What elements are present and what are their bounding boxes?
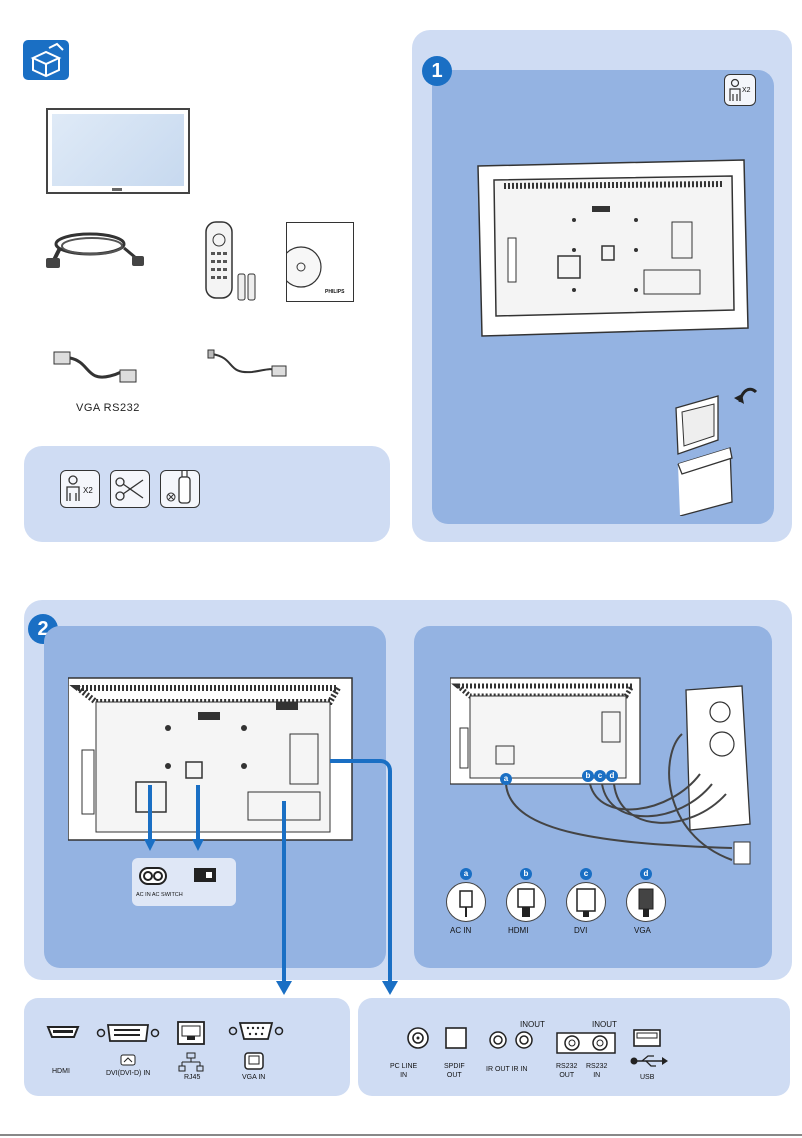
ac-plug-icon: [446, 882, 486, 922]
step1-number: 1: [422, 56, 452, 86]
monitor-icon: [244, 1052, 264, 1070]
screwdriver-tool: [160, 458, 200, 508]
port-label-rs232-out: RS232 OUT: [556, 1063, 578, 1079]
rj45-port-icon: [177, 1021, 205, 1045]
person-icon: [729, 78, 741, 101]
legend-label-b: HDMI: [508, 926, 529, 935]
box-contents-section: PHILIPS VGA RS232 X2: [0, 0, 400, 560]
monitor-illustration: [46, 108, 190, 194]
step2-left-panel: AC IN AC SWITCH: [44, 626, 386, 968]
step1-persons-label: X2: [742, 87, 751, 94]
connector-legend-b: b HDMI: [506, 868, 546, 938]
legend-label-a: AC IN: [450, 926, 472, 935]
cables-label: VGA RS232: [76, 402, 140, 414]
ac-arrows: [144, 785, 204, 851]
connector-legend-a: a AC IN: [446, 868, 486, 938]
rs232-inout-label: INOUT: [592, 1020, 617, 1029]
usb-symbol-icon: [630, 1055, 668, 1067]
unpack-box-icon: [23, 40, 69, 80]
ir-in-port-icon: [515, 1031, 533, 1049]
power-cord-illustration: [46, 232, 144, 268]
tv-face-down-illustration: [477, 159, 749, 337]
hdmi-port-icon: [46, 1026, 80, 1038]
port-label-ir: IR OUT IR IN: [486, 1066, 528, 1073]
vga-plug-icon: [626, 882, 666, 922]
port-label-pc-line-in: PC LINE IN: [390, 1063, 418, 1079]
tools-panel: X2: [24, 446, 390, 542]
port-label-rs232-in: RS232 IN: [586, 1063, 608, 1079]
legend-label-d: VGA: [634, 926, 651, 935]
batteries-illustration: [237, 273, 256, 301]
ac-in-socket-box: AC IN AC SWITCH: [132, 858, 236, 906]
pc-line-in-port-icon: [407, 1027, 429, 1049]
network-icon: [178, 1052, 204, 1072]
step1-panel: 1 X2: [412, 30, 792, 542]
hdmi-plug-icon: [506, 882, 546, 922]
ir-inout-label: INOUT: [520, 1020, 545, 1029]
dvi-port-icon: [96, 1024, 160, 1042]
legend-letter-a: a: [460, 868, 472, 880]
ports-panel-left: HDMI DVI(DVI-D) IN RJ45 VGA IN: [24, 998, 350, 1096]
usb-port-icon: [633, 1029, 661, 1047]
port-label-dvi: DVI(DVI-D) IN: [106, 1070, 151, 1077]
lift-from-box-illustration: [675, 387, 758, 516]
step2-right-panel: a b c d a AC IN b HDMI c DVI d: [414, 626, 772, 968]
person-icon: [66, 475, 80, 501]
rs232-cable-illustration: [207, 349, 287, 377]
ac-in-socket-icon: [139, 867, 216, 885]
connector-marker-a: a: [500, 773, 512, 785]
spdif-port-icon: [445, 1027, 467, 1049]
vga-port-icon: [228, 1022, 284, 1040]
legend-letter-c: c: [580, 868, 592, 880]
ports-panel-right: PC LINE IN SPDIF OUT INOUT IR OUT IR IN …: [358, 998, 790, 1096]
connector-legend-c: c DVI: [566, 868, 606, 938]
port-label-hdmi: HDMI: [52, 1068, 70, 1075]
port-label-vga: VGA IN: [242, 1074, 266, 1081]
connector-legend-d: d VGA: [626, 868, 666, 938]
cd-brand-text: PHILIPS: [325, 289, 345, 295]
connector-marker-b: b: [582, 770, 594, 782]
port-label-spdif: SPDIF OUT: [444, 1063, 465, 1079]
tv-back-illustration: [68, 677, 353, 841]
screwdriver-icon: [166, 458, 191, 504]
connector-marker-d: d: [606, 770, 618, 782]
two-persons-tool: X2: [60, 470, 100, 508]
scissors-icon: [115, 477, 144, 501]
port-arrows: [276, 759, 398, 995]
legend-label-c: DVI: [574, 926, 588, 935]
rs232-port-icon: [556, 1032, 616, 1054]
pc-connection-illustration: [450, 677, 751, 865]
step2-panel: 2: [24, 600, 792, 980]
port-label-rj45: RJ45: [184, 1074, 201, 1081]
step1-two-persons: X2: [724, 74, 756, 106]
ac-switch-label: AC IN AC SWITCH: [136, 892, 183, 898]
legend-letter-b: b: [520, 868, 532, 880]
scissors-tool: [110, 470, 150, 508]
connector-marker-c: c: [594, 770, 606, 782]
cd-manual-illustration: PHILIPS: [286, 222, 354, 302]
port-label-usb: USB: [640, 1074, 655, 1081]
legend-letter-d: d: [640, 868, 652, 880]
vga-cable-illustration: [53, 351, 137, 383]
dvi-in-icon: [120, 1054, 136, 1066]
bottom-rule: [0, 1134, 802, 1136]
two-persons-label: X2: [83, 486, 93, 495]
ir-out-port-icon: [489, 1031, 507, 1049]
remote-control-illustration: [205, 221, 233, 299]
dvi-plug-icon: [566, 882, 606, 922]
